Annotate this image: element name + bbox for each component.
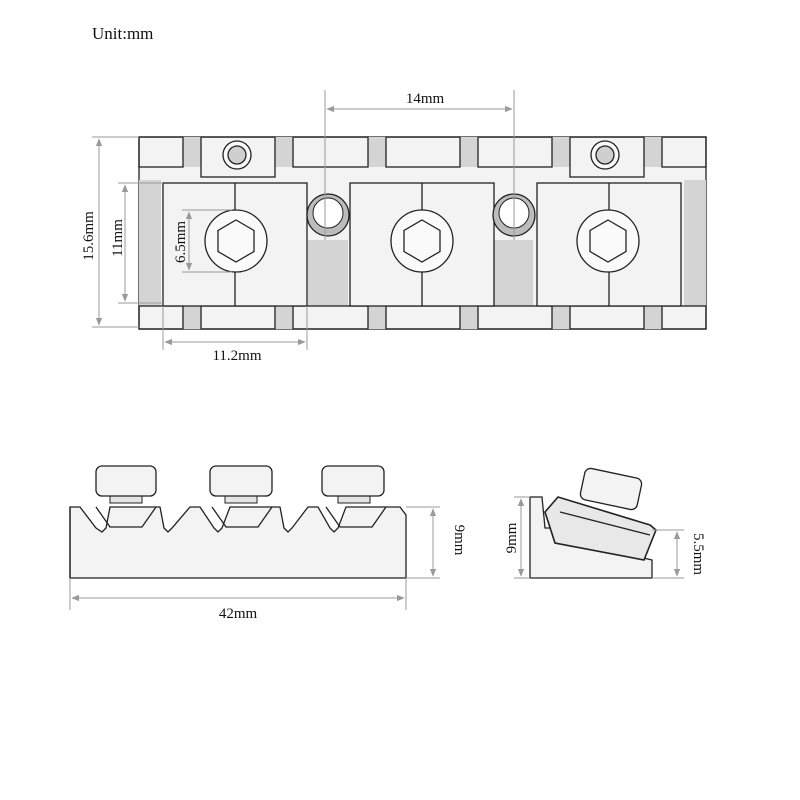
dim-hex-screw-label: 6.5mm: [173, 221, 189, 263]
dim-block-height: 11mm: [110, 182, 163, 304]
top-row-tabs: [138, 136, 707, 178]
dim-profile-low-height-label: 5.5mm: [690, 533, 706, 575]
side-view-screws: [95, 465, 385, 504]
dim-block-width-label: 11.2mm: [212, 348, 261, 364]
dim-total-height: 15.6mm: [81, 136, 139, 328]
profile-view-screw: [579, 467, 643, 511]
top-view-grooves: [139, 137, 706, 329]
dim-hole-spacing-label: 14mm: [406, 91, 445, 107]
profile-view: 9mm 5.5mm: [504, 467, 706, 579]
dim-total-length-label: 42mm: [219, 606, 258, 622]
hex-screw-2: [390, 209, 454, 273]
dim-profile-low-height: 5.5mm: [652, 529, 706, 579]
dim-total-length: 42mm: [69, 578, 407, 622]
side-view: 9mm 42mm: [69, 465, 467, 622]
hex-socket-icon: [217, 219, 255, 263]
dim-block-height-label: 11mm: [110, 219, 126, 257]
mount-screws: [222, 140, 620, 170]
hex-screw-1: [204, 209, 268, 273]
top-view: 14mm 15.6mm 11mm 6.5mm 11.2mm: [81, 90, 707, 364]
side-view-seats: [69, 506, 387, 578]
side-view-body: [69, 506, 407, 579]
hex-screw-3: [576, 209, 640, 273]
hex-screws: [204, 209, 640, 273]
dim-hex-screw: 6.5mm: [173, 209, 232, 273]
dim-hole-spacing: 14mm: [324, 90, 515, 240]
dim-side-height: 9mm: [406, 506, 467, 579]
hex-socket-icon: [403, 219, 441, 263]
dim-profile-height-label: 9mm: [504, 522, 520, 553]
dim-side-height-label: 9mm: [451, 525, 467, 556]
dim-total-height-label: 15.6mm: [81, 211, 97, 261]
unit-label: Unit:mm: [92, 24, 154, 43]
dim-profile-height: 9mm: [504, 496, 530, 579]
hex-socket-icon: [589, 219, 627, 263]
dim-block-width: 11.2mm: [162, 306, 308, 364]
